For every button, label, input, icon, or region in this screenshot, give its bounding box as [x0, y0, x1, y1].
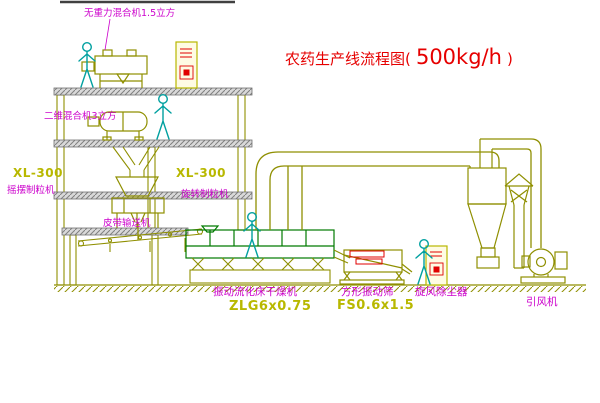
- dryer-springs-base: [189, 257, 331, 284]
- person-3: [243, 211, 261, 258]
- floor-slabs: [53, 87, 253, 236]
- mixer-2d: [87, 111, 148, 141]
- drawing-title-prefix: 农药生产线流程图(: [285, 50, 411, 68]
- control-cabinet-top: [175, 41, 198, 89]
- label-dryer-name: 振动流化床干燥机: [213, 285, 297, 298]
- exhaust-stack-rain-cap: [504, 173, 534, 269]
- belt-conveyor: [77, 228, 204, 252]
- drawing-title: 农药生产线流程图( 500kg/h ): [285, 45, 513, 69]
- drawing-title-capacity: 500kg/h: [416, 45, 502, 69]
- drawing-title-suffix: ): [507, 50, 513, 68]
- cyclone-outlet-pipe: [480, 138, 542, 248]
- label-mixer-2d: 二维混合机3立方: [44, 110, 117, 122]
- label-granulator-left-model: XL-300: [13, 166, 63, 180]
- label-screen-name: 方形振动筛: [341, 285, 394, 298]
- dryer-discharge-chute: [333, 249, 351, 264]
- screen-red-decks: [349, 250, 385, 265]
- label-screen-model: FS0.6x1.5: [337, 298, 414, 313]
- label-fan-name: 引风机: [526, 295, 558, 308]
- ground-line: [54, 284, 586, 292]
- person-2: [154, 93, 172, 140]
- induced-draft-fan: [520, 248, 568, 284]
- person-1: [78, 41, 96, 88]
- exhaust-duct: [255, 151, 500, 230]
- person-4: [415, 238, 433, 285]
- label-cyclone-name: 旋风除尘器: [415, 285, 468, 298]
- leader-line-mixer: [104, 18, 111, 51]
- label-granulator-mid-name: 旋转制粒机: [181, 188, 229, 200]
- discharge-chute: [112, 146, 160, 177]
- label-dryer-model: ZLG6x0.75: [229, 299, 311, 314]
- vibrating-screen: [339, 249, 413, 285]
- label-granulator-left-name: 摇摆制粒机: [7, 184, 55, 196]
- fluid-bed-dryer: [185, 225, 335, 259]
- label-granulator-mid-model: XL-300: [176, 166, 226, 180]
- label-top-mixer: 无重力混合机1.5立方: [84, 7, 175, 19]
- label-belt-conveyor: 皮带输送机: [103, 217, 151, 229]
- cyclone: [467, 139, 507, 269]
- granulator: [111, 176, 165, 240]
- control-cabinet-screen: [425, 245, 448, 286]
